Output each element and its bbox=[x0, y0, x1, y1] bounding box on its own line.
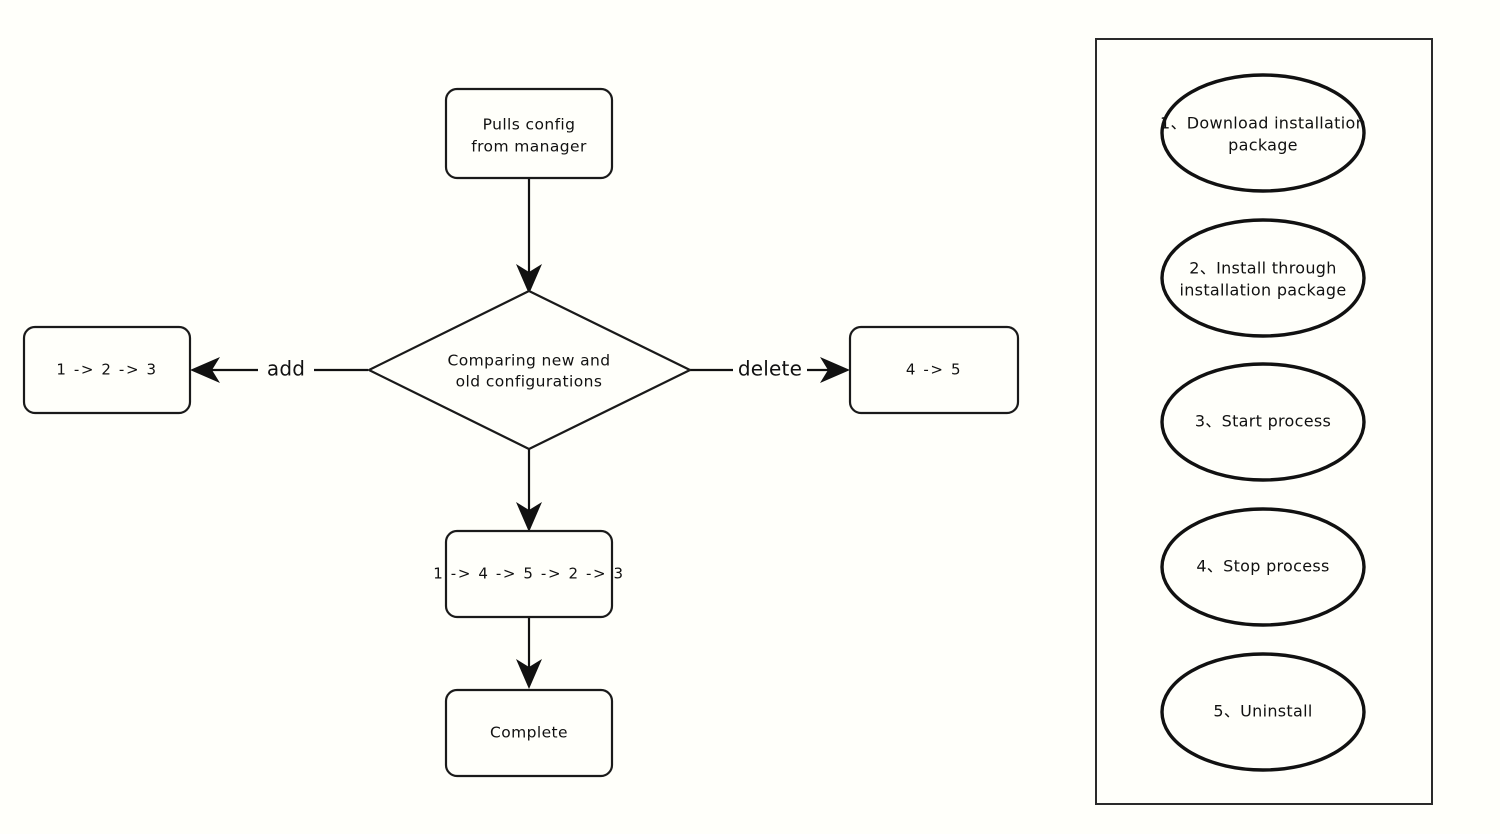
node-merged-result[interactable]: 1 -> 4 -> 5 -> 2 -> 3 bbox=[433, 529, 624, 619]
legend-step-2[interactable]: 2、Install through installation package bbox=[1160, 218, 1366, 338]
edge-label-add-text: add bbox=[267, 357, 305, 381]
legend-step-1-line2: package bbox=[1228, 136, 1298, 155]
edge-decision-to-merged bbox=[516, 449, 542, 532]
legend-panel: 1、Download installation package 2、Instal… bbox=[1095, 38, 1433, 805]
node-decision-compare[interactable]: Comparing new and old configurations bbox=[367, 289, 692, 451]
legend-step-4-line1: 4、Stop process bbox=[1196, 557, 1329, 576]
node-add-result[interactable]: 1 -> 2 -> 3 bbox=[22, 325, 192, 415]
node-complete[interactable]: Complete bbox=[444, 688, 614, 778]
edge-label-delete-text: delete bbox=[738, 357, 802, 381]
node-delete-result[interactable]: 4 -> 5 bbox=[848, 325, 1020, 415]
legend-step-4[interactable]: 4、Stop process bbox=[1160, 507, 1366, 627]
node-decision-line2: old configurations bbox=[456, 373, 603, 391]
legend-step-1-line1: 1、Download installation bbox=[1160, 114, 1366, 133]
node-pulls-config-line2: from manager bbox=[471, 138, 587, 156]
edge-label-delete: delete bbox=[733, 356, 807, 384]
node-add-result-text: 1 -> 2 -> 3 bbox=[56, 361, 157, 379]
node-pulls-config-line1: Pulls config bbox=[483, 116, 576, 134]
legend-step-2-line1: 2、Install through bbox=[1189, 259, 1336, 278]
node-decision-line1: Comparing new and bbox=[448, 352, 611, 370]
legend-step-1[interactable]: 1、Download installation package bbox=[1160, 73, 1366, 193]
legend-step-3-line1: 3、Start process bbox=[1195, 412, 1331, 431]
edge-merged-to-complete bbox=[516, 617, 542, 689]
node-merged-result-text: 1 -> 4 -> 5 -> 2 -> 3 bbox=[433, 565, 624, 583]
node-pulls-config[interactable]: Pulls config from manager bbox=[444, 87, 614, 180]
legend-step-5-line1: 5、Uninstall bbox=[1213, 702, 1312, 721]
node-complete-text: Complete bbox=[490, 724, 568, 742]
legend-step-3[interactable]: 3、Start process bbox=[1160, 362, 1366, 482]
edge-label-add: add bbox=[258, 356, 314, 384]
edge-pull-to-decision bbox=[516, 178, 542, 294]
legend-step-2-line2: installation package bbox=[1180, 281, 1347, 300]
legend-step-5[interactable]: 5、Uninstall bbox=[1160, 652, 1366, 772]
node-delete-result-text: 4 -> 5 bbox=[906, 361, 962, 379]
